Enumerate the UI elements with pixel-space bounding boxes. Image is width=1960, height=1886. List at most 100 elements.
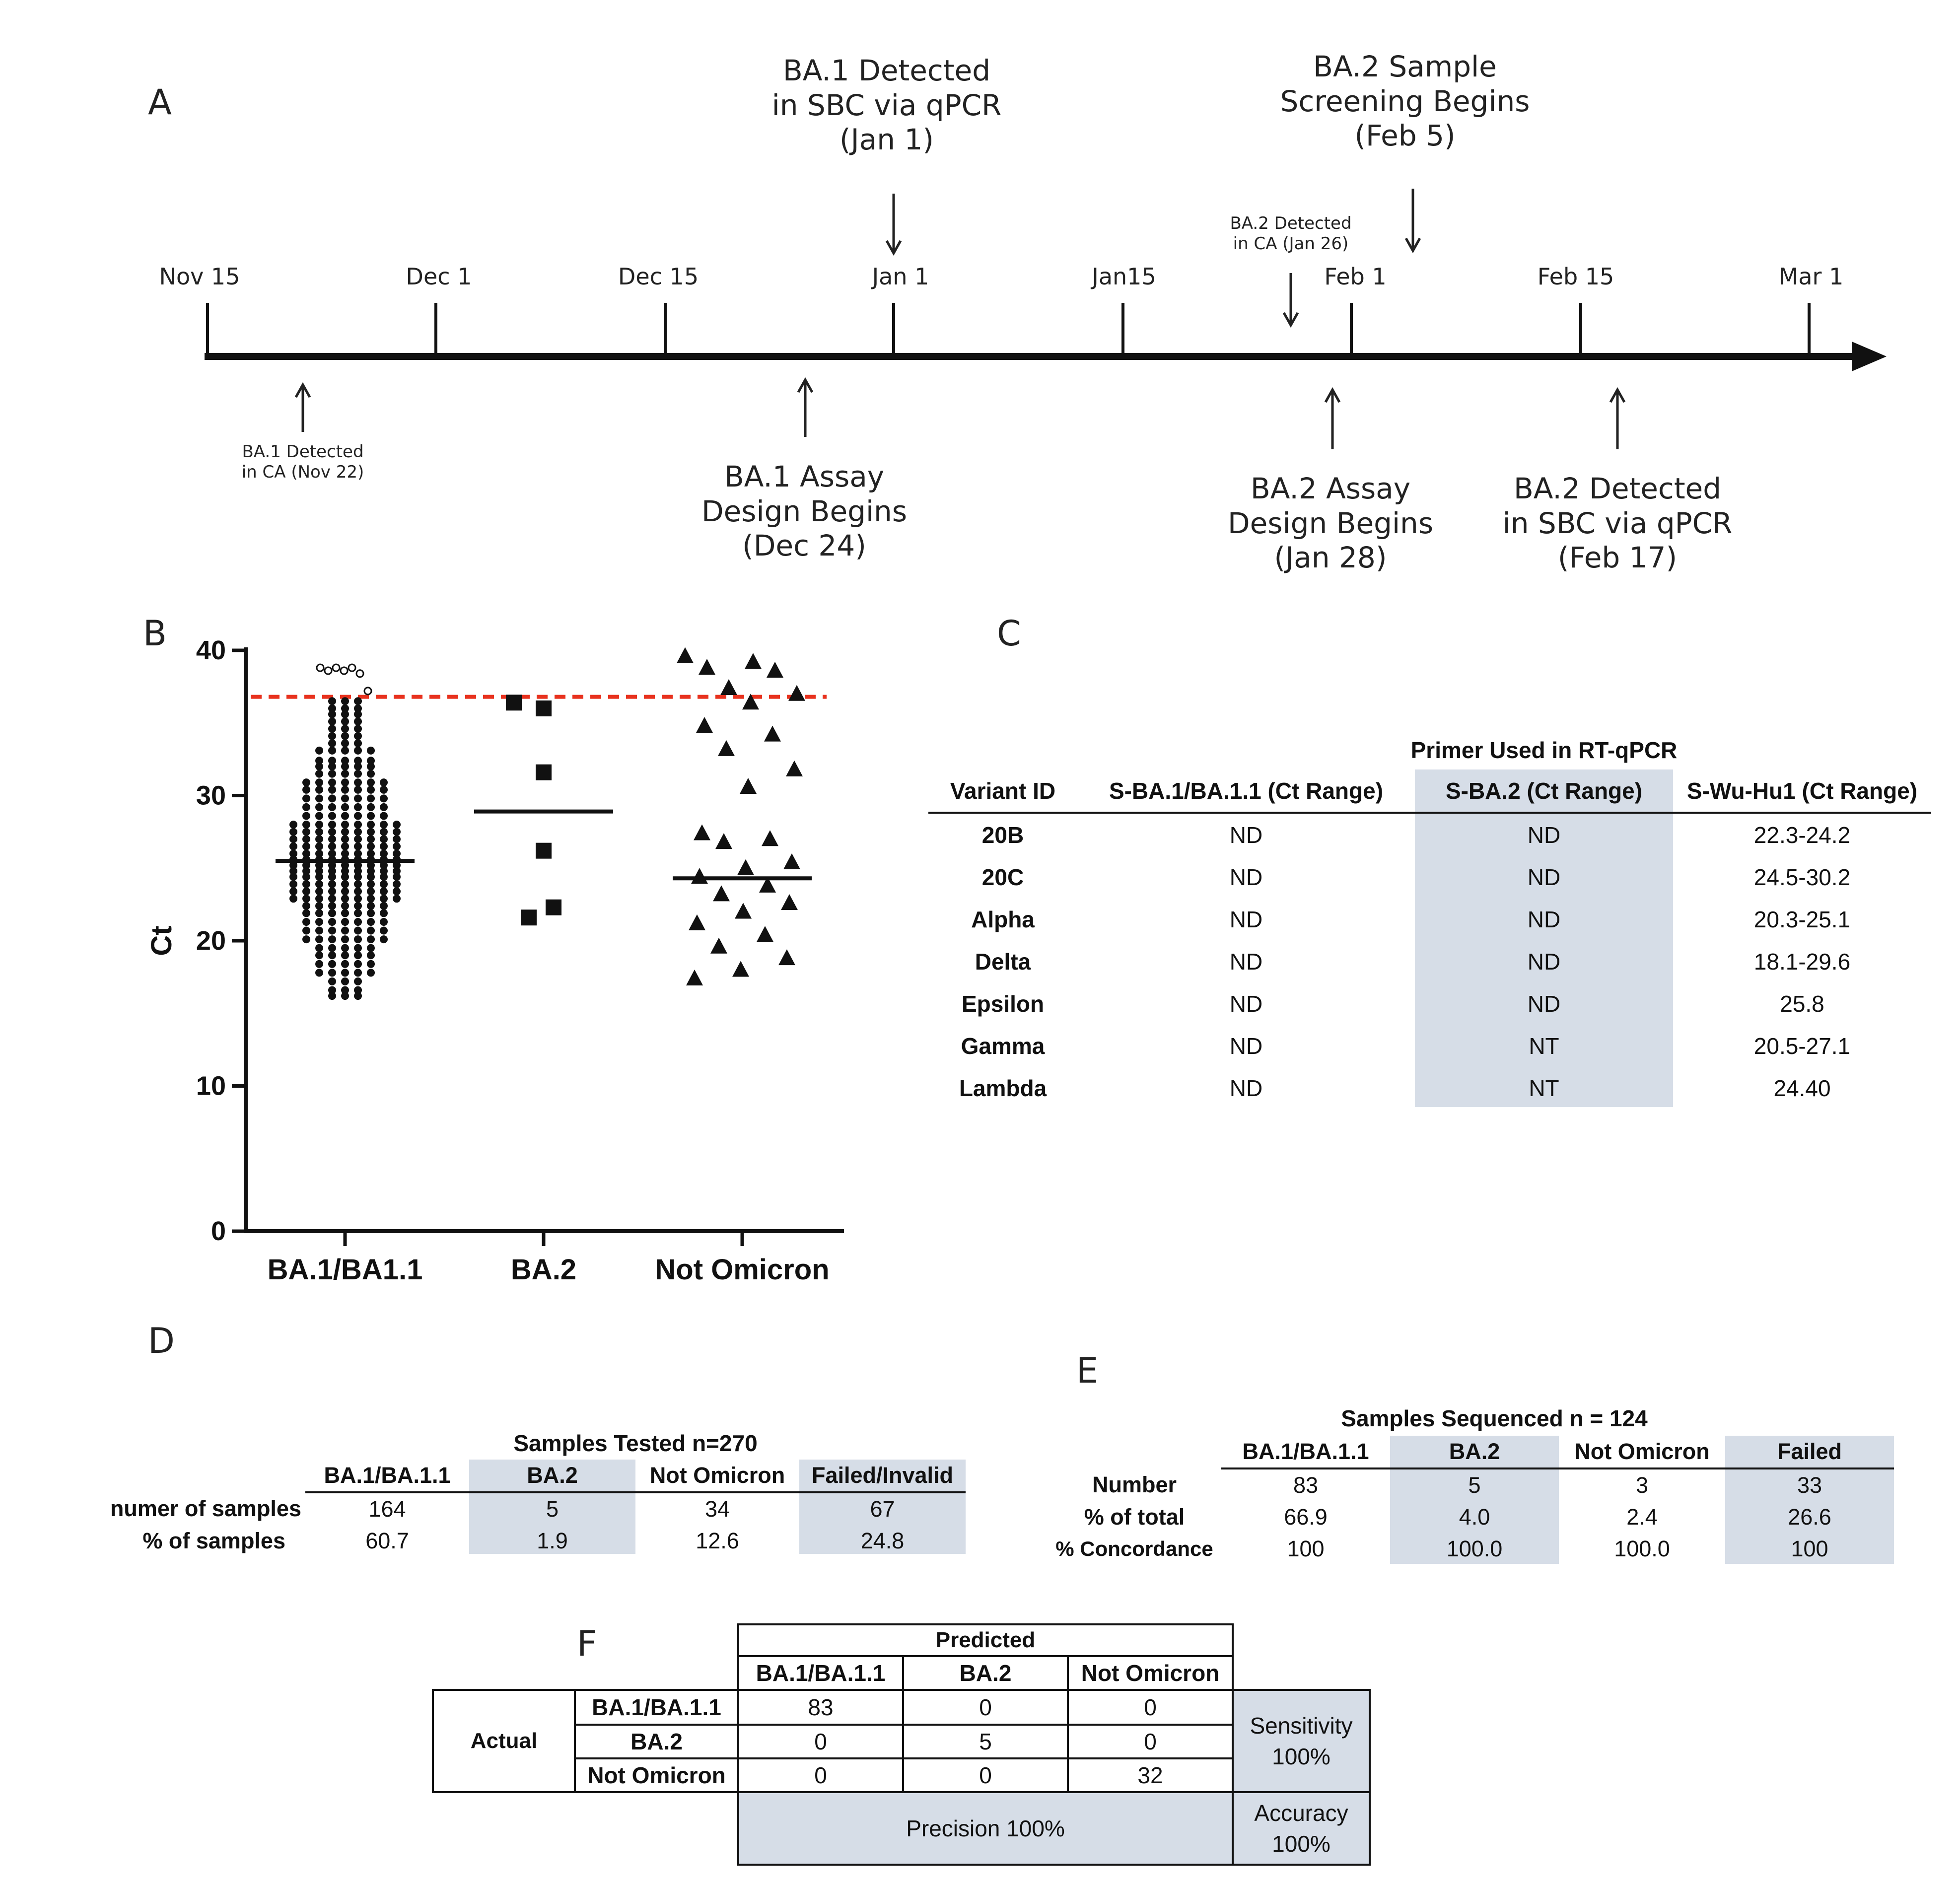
data-point bbox=[341, 710, 349, 718]
col-header: Failed/Invalid bbox=[799, 1460, 966, 1493]
data-point bbox=[302, 873, 310, 881]
data-point bbox=[380, 873, 388, 881]
timeline-tick: Jan15 bbox=[1092, 263, 1156, 290]
table-row: numer of samples 164 5 34 67 bbox=[99, 1492, 966, 1525]
timeline-event: BA.2 Sample Screening Begins (Feb 5) bbox=[1280, 50, 1530, 153]
data-point bbox=[380, 835, 388, 843]
data-point bbox=[354, 835, 362, 843]
data-point bbox=[341, 992, 349, 1000]
data-point bbox=[328, 951, 336, 960]
data-point bbox=[315, 812, 323, 820]
col-header: BA.2 bbox=[469, 1460, 635, 1493]
data-point bbox=[302, 902, 310, 910]
data-point bbox=[315, 828, 323, 836]
col-header: Not Omicron bbox=[1067, 1655, 1234, 1691]
data-point bbox=[380, 926, 388, 935]
data-point bbox=[302, 935, 310, 944]
data-point bbox=[710, 937, 727, 954]
data-point bbox=[367, 812, 375, 820]
table-cell: 25.8 bbox=[1780, 990, 1824, 1017]
data-point bbox=[354, 986, 362, 994]
data-point bbox=[328, 849, 336, 858]
data-point bbox=[328, 926, 336, 935]
data-point bbox=[781, 894, 798, 910]
row-label: % of total bbox=[1084, 1504, 1185, 1530]
data-point bbox=[762, 830, 778, 846]
data-point bbox=[315, 960, 323, 968]
ba2-column-shade bbox=[1415, 769, 1673, 1107]
timeline-tick: Dec 1 bbox=[406, 263, 472, 290]
data-point bbox=[354, 969, 362, 977]
predicted-header: Predicted bbox=[737, 1623, 1234, 1657]
data-point bbox=[367, 944, 375, 952]
primer-table: Variant ID S-BA.1/BA.1.1 (Ct Range) S-BA… bbox=[928, 769, 1931, 1109]
col-header: BA.2 bbox=[902, 1655, 1069, 1691]
data-point bbox=[328, 821, 336, 829]
table-cell: ND bbox=[1229, 1033, 1263, 1059]
col-header: S-BA.1/BA.1.1 (Ct Range) bbox=[1109, 777, 1384, 804]
data-point bbox=[341, 794, 349, 803]
data-point bbox=[328, 909, 336, 917]
y-tick-label: 40 bbox=[196, 635, 226, 665]
table-cell: 100.0 bbox=[1614, 1536, 1670, 1561]
data-point bbox=[720, 679, 737, 696]
table-cell: ND bbox=[1229, 864, 1263, 890]
data-point bbox=[354, 757, 362, 765]
data-point bbox=[735, 903, 752, 919]
data-point bbox=[354, 739, 362, 748]
data-point bbox=[380, 849, 388, 858]
data-point bbox=[341, 926, 349, 935]
data-point bbox=[315, 785, 323, 794]
data-point bbox=[536, 700, 552, 716]
data-point bbox=[341, 697, 349, 705]
data-point bbox=[367, 926, 375, 935]
data-point bbox=[354, 724, 362, 733]
data-point bbox=[341, 835, 349, 843]
x-tick-label: Not Omicron bbox=[655, 1254, 829, 1286]
matrix-cell: 0 bbox=[1067, 1724, 1234, 1759]
variant-cell: 20C bbox=[981, 864, 1024, 890]
data-point bbox=[315, 861, 323, 869]
data-point bbox=[302, 849, 310, 858]
data-point bbox=[328, 739, 336, 748]
matrix-cell: 5 bbox=[902, 1724, 1069, 1759]
data-point bbox=[328, 944, 336, 952]
data-point bbox=[341, 867, 349, 875]
data-point bbox=[367, 867, 375, 875]
timeline-event: BA.2 Assay Design Begins (Jan 28) bbox=[1227, 472, 1434, 575]
matrix-cell: 0 bbox=[1067, 1689, 1234, 1726]
data-point-open bbox=[332, 663, 341, 672]
table-cell: 100 bbox=[1791, 1536, 1828, 1561]
data-point bbox=[354, 926, 362, 935]
data-point bbox=[757, 926, 773, 942]
data-point bbox=[315, 909, 323, 917]
data-point bbox=[380, 812, 388, 820]
data-point bbox=[341, 803, 349, 811]
data-point bbox=[341, 902, 349, 910]
data-point bbox=[367, 960, 375, 968]
data-point bbox=[354, 992, 362, 1000]
data-point bbox=[341, 909, 349, 917]
data-point bbox=[341, 757, 349, 765]
data-point-open bbox=[363, 687, 372, 696]
data-point bbox=[354, 794, 362, 803]
data-point-open bbox=[340, 666, 349, 675]
data-point bbox=[380, 880, 388, 888]
data-point bbox=[341, 917, 349, 926]
data-point bbox=[328, 828, 336, 836]
data-point bbox=[367, 902, 375, 910]
y-tick-label: 20 bbox=[196, 926, 226, 956]
data-point bbox=[302, 909, 310, 917]
data-point bbox=[393, 849, 401, 858]
data-point bbox=[341, 812, 349, 820]
data-point bbox=[380, 895, 388, 903]
data-point bbox=[354, 821, 362, 829]
data-point bbox=[341, 769, 349, 778]
samples-sequenced-title: Samples Sequenced n = 124 bbox=[1341, 1405, 1648, 1431]
data-point bbox=[536, 842, 552, 859]
data-point-open bbox=[348, 663, 356, 672]
data-point bbox=[767, 661, 783, 678]
data-point bbox=[315, 769, 323, 778]
table-cell: ND bbox=[1229, 906, 1263, 932]
